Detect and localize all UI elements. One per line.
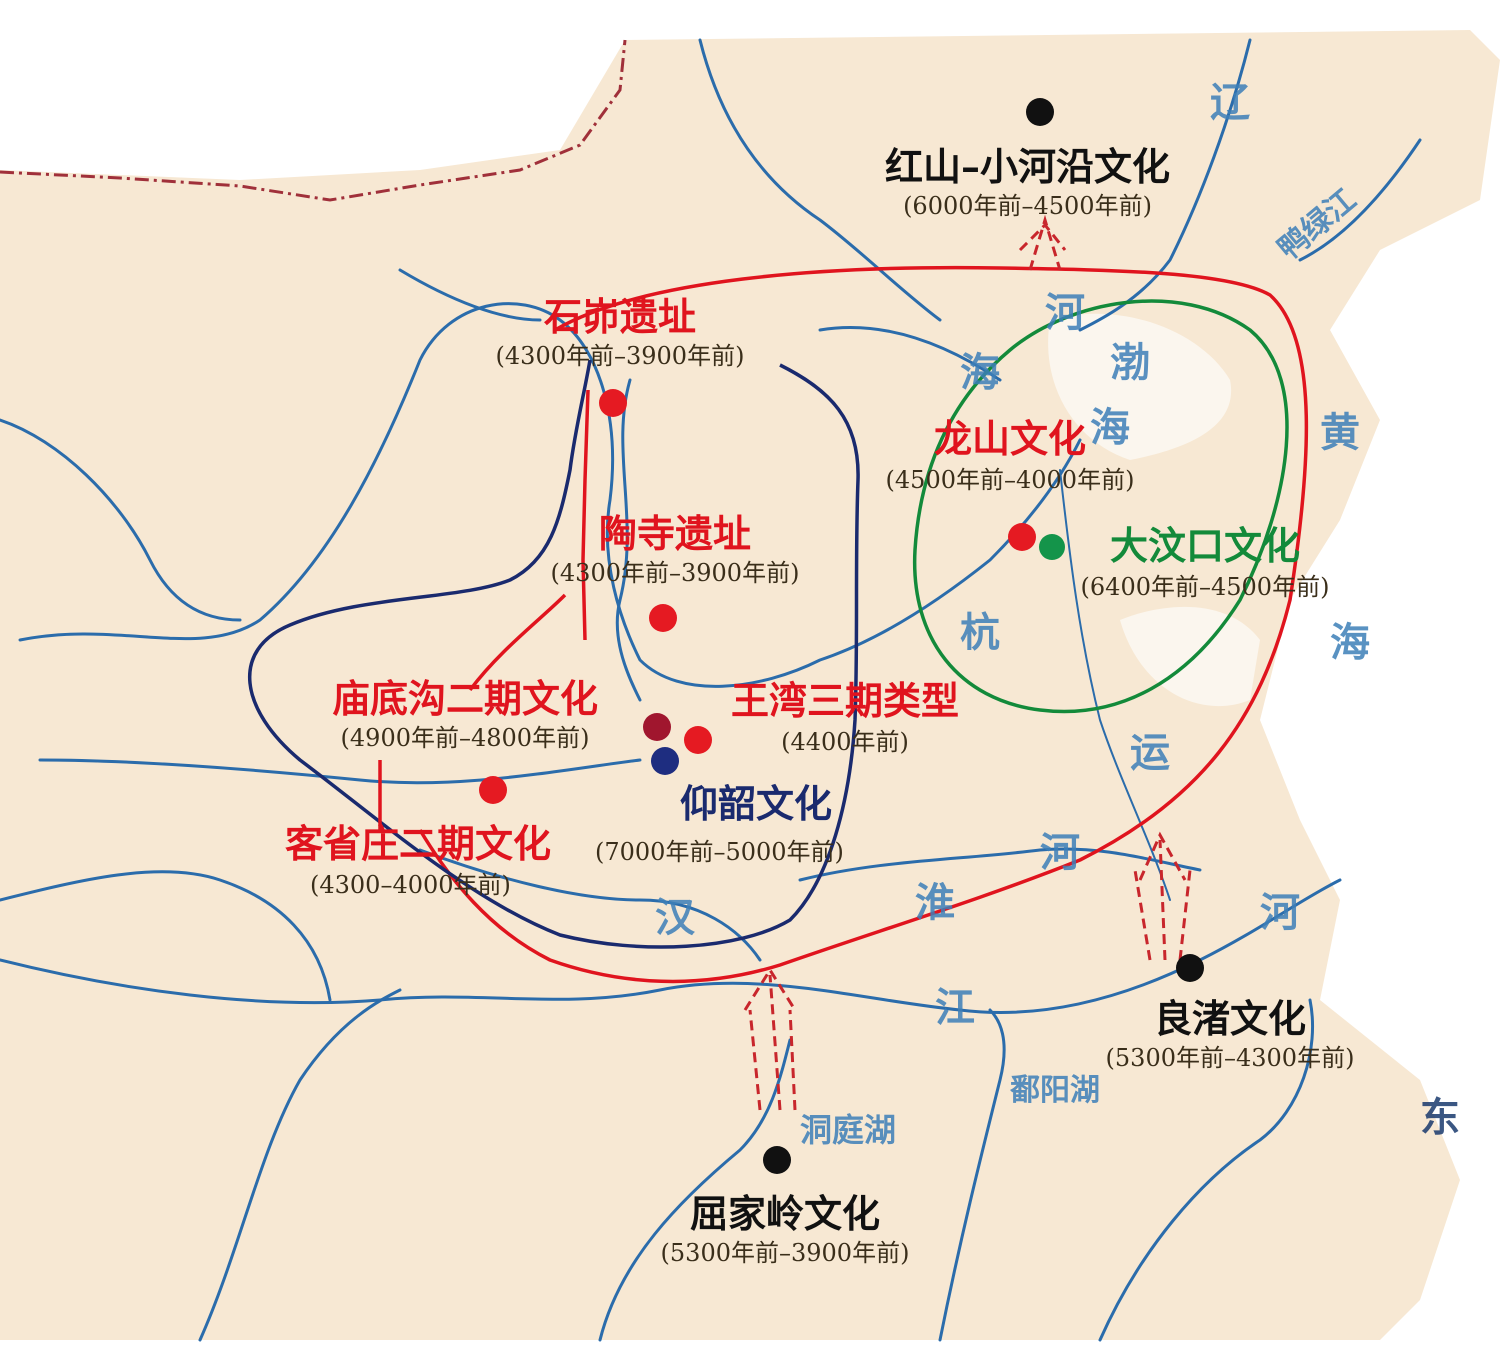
geo-label-dongting: 洞庭湖 — [800, 1111, 897, 1149]
geo-label-he1: 河 — [1045, 289, 1085, 336]
label-liangzhu: 良渚文化 (5300年前–4300年前) — [1105, 996, 1355, 1072]
qujialing-arrow — [743, 967, 797, 1111]
label-miaodigou: 庙底沟二期文化 (4900年前–4800年前) — [331, 676, 598, 752]
geo-label-bo: 渤 — [1110, 339, 1150, 386]
label-hongshan: 红山–小河沿文化 (6000年前–4500年前) — [885, 144, 1171, 220]
geo-label-hai2: 海 — [1330, 619, 1370, 666]
label-taosi: 陶寺遗址 (4300年前–3900年前) — [550, 511, 800, 587]
label-yangshao: 仰韶文化 — [680, 781, 833, 826]
geo-label-liao: 辽 — [1210, 79, 1250, 126]
rivers — [0, 38, 1422, 1342]
kexingzhuang-site-dot — [479, 776, 507, 804]
longshan-sphere-boundary — [418, 265, 1309, 984]
label-qujialing: 屈家岭文化 (5300年前–3900年前) — [660, 1191, 910, 1267]
longshan-site-dot — [1008, 523, 1036, 551]
geo-label-hai1: 海 — [1090, 404, 1130, 451]
west-river-1 — [0, 418, 242, 622]
south-river-4 — [1098, 998, 1315, 1342]
label-dawenkou: 大汶口文化 (6400年前–4500年前) — [1080, 523, 1330, 601]
yalu-river — [1298, 138, 1422, 262]
yangshao-sphere-boundary — [247, 359, 860, 949]
south-river-3 — [938, 1008, 1006, 1342]
south-river-2 — [598, 1038, 792, 1342]
geo-label-hang: 杭 — [960, 609, 1000, 656]
geo-label-dong: 东 — [1420, 1094, 1460, 1141]
west-river-2 — [0, 870, 332, 1002]
hongshan-site-dot — [1026, 98, 1054, 126]
label-shimao: 石峁遗址 (4300年前–3900年前) — [495, 294, 745, 370]
huai-river — [798, 847, 1202, 882]
label-wangwan: 王湾三期类型 (4400年前) — [730, 678, 959, 756]
geo-label-he3: 河 — [1260, 889, 1300, 936]
miaodigou-site-dot — [643, 713, 671, 741]
influence-arrows — [743, 214, 1192, 1111]
north-river-2 — [398, 268, 542, 322]
shimao-site-dot — [599, 389, 627, 417]
taosi-site-dot — [649, 604, 677, 632]
label-longshan: 龙山文化 (4500年前–4000年前) — [885, 416, 1135, 494]
yangshao-site-dot — [651, 747, 679, 775]
dawenkou-site-dot — [1039, 534, 1065, 560]
dawenkou-sphere-boundary — [912, 299, 1289, 714]
wei-river — [38, 758, 642, 785]
hai-river — [818, 326, 1002, 382]
bohai-sea — [1048, 313, 1232, 460]
geo-label-he2: 河 — [1040, 829, 1080, 876]
liangzhu-site-dot — [1176, 954, 1204, 982]
fen-river — [615, 378, 642, 702]
label-kexingzhuang: 客省庄二期文化 (4300–4000年前) — [285, 821, 552, 899]
liao-river — [1078, 38, 1252, 332]
label-yangshao-dates: (7000年前–5000年前) — [595, 838, 844, 866]
qujialing-site-dot — [763, 1146, 791, 1174]
grand-canal — [1059, 469, 1171, 901]
miaodigou-link-line — [468, 593, 567, 692]
han-river — [418, 848, 762, 962]
geo-label-yun: 运 — [1130, 729, 1170, 776]
geo-label-han: 汉 — [655, 894, 695, 941]
wangwan-site-dot — [684, 726, 712, 754]
geo-label-huai: 淮 — [915, 879, 955, 926]
south-river-1 — [198, 988, 402, 1342]
hongshan-arrow — [1018, 214, 1067, 271]
north-river-1 — [698, 38, 942, 322]
yellow-river — [18, 302, 1082, 688]
national-border — [0, 39, 627, 202]
shimao-link-line — [581, 389, 590, 641]
geo-label-poyang: 鄱阳湖 — [1010, 1073, 1100, 1108]
geo-label-jiang: 江 — [935, 984, 975, 1031]
geo-label-huang: 黄 — [1320, 409, 1360, 456]
shandong-coast — [1120, 606, 1260, 707]
geo-label-hai3: 海 — [960, 349, 1000, 396]
liangzhu-arrow — [1133, 831, 1192, 961]
